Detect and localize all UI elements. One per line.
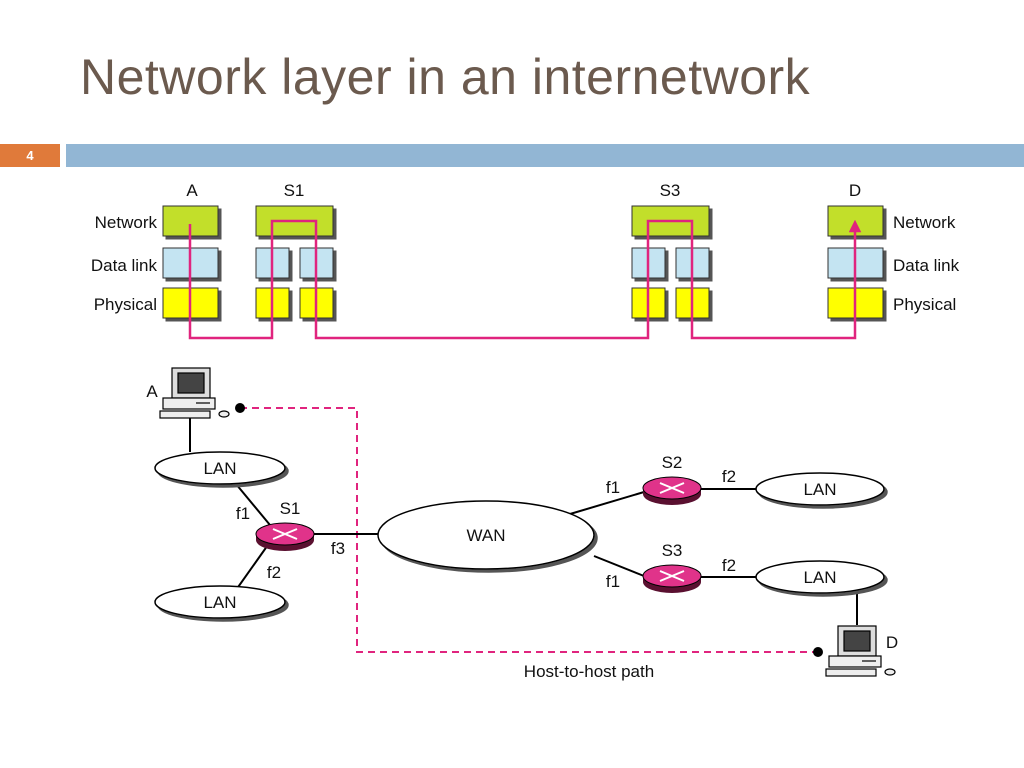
lan-top-left bbox=[154, 451, 286, 485]
wan-cloud bbox=[377, 500, 595, 570]
layer-label-physical-left: Physical bbox=[94, 295, 157, 314]
lan-s2 bbox=[755, 472, 885, 506]
router-icon-s3 bbox=[642, 564, 702, 593]
host-to-host-path bbox=[240, 407, 818, 653]
lan-s3-label: LAN bbox=[803, 568, 836, 587]
router-label-s1: S1 bbox=[280, 499, 301, 518]
lan-s2-label: LAN bbox=[803, 480, 836, 499]
router-icon-s2 bbox=[642, 476, 702, 505]
router-icon-s1 bbox=[255, 522, 315, 551]
layer-label-datalink-left: Data link bbox=[91, 256, 158, 275]
layer-path-line bbox=[188, 219, 862, 340]
stack-label-d: D bbox=[849, 181, 861, 200]
lan-bottom-left bbox=[154, 585, 286, 619]
page-title: Network layer in an internetwork bbox=[80, 49, 811, 105]
s1-interface-f1: f1 bbox=[236, 504, 250, 523]
host-label-d: D bbox=[886, 633, 898, 652]
layer-label-datalink-right: Data link bbox=[893, 256, 960, 275]
host-label-a: A bbox=[146, 382, 158, 401]
page-number-badge: 4 bbox=[0, 144, 60, 167]
computer-icon-d bbox=[825, 625, 896, 677]
computer-icon-a bbox=[159, 367, 230, 419]
path-label: Host-to-host path bbox=[524, 662, 654, 681]
s3-interface-f1: f1 bbox=[606, 572, 620, 591]
lan-s3 bbox=[755, 560, 885, 594]
s2-interface-f1: f1 bbox=[606, 478, 620, 497]
stack-label-s3: S3 bbox=[660, 181, 681, 200]
s2-interface-f2: f2 bbox=[722, 467, 736, 486]
network-links bbox=[189, 418, 858, 625]
stack-label-a: A bbox=[186, 181, 198, 200]
layer-label-physical-right: Physical bbox=[893, 295, 956, 314]
router-label-s3: S3 bbox=[662, 541, 683, 560]
layer-label-network-left: Network bbox=[95, 213, 158, 232]
s1-interface-f2: f2 bbox=[267, 563, 281, 582]
path-endpoint-a bbox=[235, 403, 245, 413]
wan-label: WAN bbox=[466, 526, 505, 545]
header-bar bbox=[66, 144, 1024, 167]
lan-bottom-left-label: LAN bbox=[203, 593, 236, 612]
stack-label-s1: S1 bbox=[284, 181, 305, 200]
path-endpoint-d bbox=[813, 647, 823, 657]
s1-interface-f3: f3 bbox=[331, 539, 345, 558]
layer-label-network-right: Network bbox=[893, 213, 956, 232]
s3-interface-f2: f2 bbox=[722, 556, 736, 575]
router-label-s2: S2 bbox=[662, 453, 683, 472]
lan-top-left-label: LAN bbox=[203, 459, 236, 478]
